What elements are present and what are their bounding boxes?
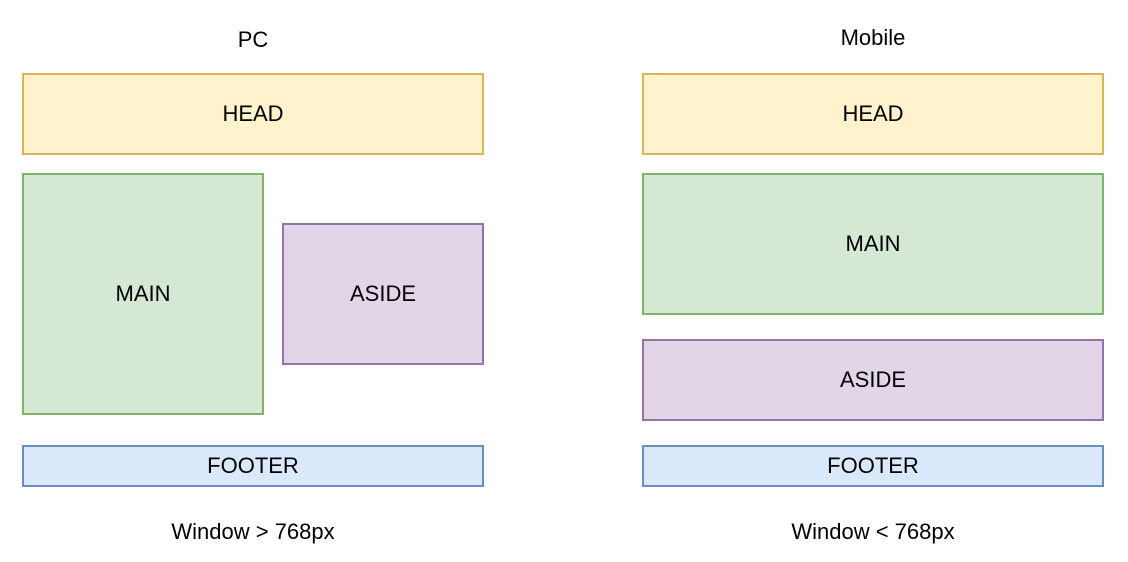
mobile-head-label: HEAD [842,101,904,126]
pc-window-caption: Window > 768px [171,519,335,544]
mobile-aside-label: ASIDE [839,367,907,392]
mobile-window-caption: Window < 768px [791,519,955,544]
pc-main-block: MAIN [22,173,264,415]
mobile-footer-label: FOOTER [827,453,919,478]
pc-footer-label: FOOTER [207,453,299,478]
mobile-head-block: HEAD [642,73,1104,155]
pc-aside-label: ASIDE [349,281,417,306]
mobile-footer-block: FOOTER [642,445,1104,487]
mobile-main-label: MAIN [845,231,901,256]
mobile-layout-title: Mobile [840,25,906,50]
pc-aside-block: ASIDE [282,223,484,365]
pc-layout-title: PC [237,27,269,52]
mobile-aside-block: ASIDE [642,339,1104,421]
pc-head-block: HEAD [22,73,484,155]
pc-head-label: HEAD [222,101,284,126]
mobile-main-block: MAIN [642,173,1104,315]
pc-footer-block: FOOTER [22,445,484,487]
pc-main-label: MAIN [115,281,171,306]
